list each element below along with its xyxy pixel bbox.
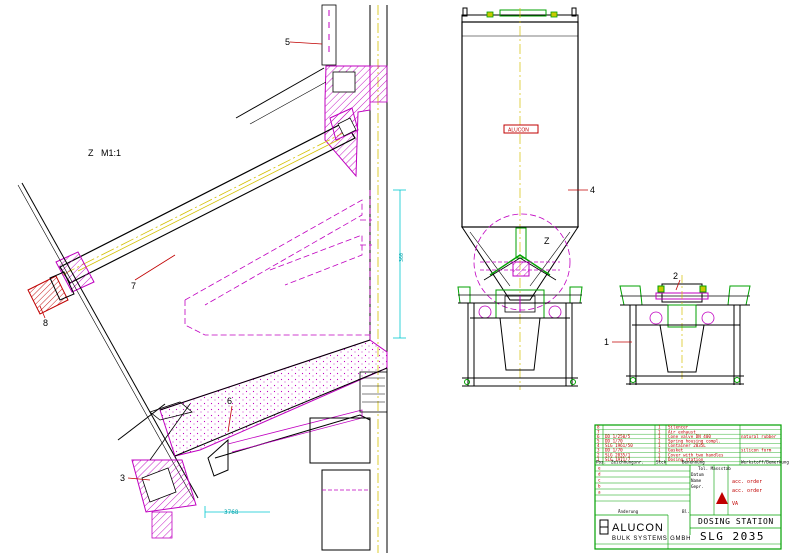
pos-label: 5 — [285, 37, 290, 47]
pos-label: 4 — [590, 185, 595, 195]
parts-cell-desc: Cone valve DN 400 — [668, 434, 711, 439]
parts-cell-norm: DD 1/250/5 — [605, 434, 631, 439]
dimension-vertical — [393, 189, 406, 339]
parts-cell-norm: DD 1/70 — [605, 439, 623, 444]
svg-text:Änderung: Änderung — [618, 509, 639, 514]
svg-text:Bl.: Bl. — [682, 509, 690, 514]
front-view: ALUCON Z 4 — [457, 7, 595, 390]
parts-cell-desc: Cover with two handles — [668, 452, 724, 457]
open-position-outline — [184, 190, 372, 340]
parts-cell-qty: 1 — [658, 439, 661, 444]
parts-cell-qty: 1 — [658, 425, 661, 430]
parts-cell-pos: 8 — [597, 425, 600, 430]
parts-header: Pos. — [596, 460, 606, 465]
silencer — [27, 275, 69, 315]
parts-header: Zeichnungsnr. — [611, 460, 644, 465]
detail-scale: M1:1 — [101, 148, 121, 158]
parts-cell-material: natural rubber — [741, 434, 777, 439]
svg-text:Name: Name — [691, 478, 702, 483]
spring-column — [321, 4, 337, 66]
revision-block: e d c b a Änderung Bl. — [595, 466, 690, 514]
detail-label: Z — [88, 148, 94, 158]
drawing-title: DOSING STATION — [698, 517, 774, 526]
parts-cell-norm: DD 1/70 — [605, 448, 623, 453]
side-view: 2 1 — [604, 271, 751, 385]
parts-cell-desc: Silencer — [668, 425, 689, 430]
parts-cell-pos: 7 — [597, 429, 600, 434]
material-value: VA — [732, 501, 738, 507]
air-exhaust-tube — [59, 121, 356, 284]
cone-valve-seal — [159, 339, 388, 457]
svg-text:Gepr.: Gepr. — [691, 484, 704, 489]
svg-text:d: d — [598, 472, 601, 477]
parts-header: Werkstoff/Bemerkung — [741, 460, 789, 465]
company-logo: ALUCON BULK SYSTEMS GMBH — [595, 514, 781, 549]
parts-cell-qty: 1 — [658, 434, 661, 439]
drawing-number: SLG 2035 — [700, 530, 765, 543]
scale-value: acc. order — [732, 479, 762, 485]
parts-header: Stck — [656, 460, 667, 465]
parts-cell-qty: 1 — [658, 443, 661, 448]
pos-label: 6 — [227, 396, 232, 406]
pos-label: 3 — [120, 473, 125, 483]
parts-cell-qty: 1 — [658, 429, 661, 434]
parts-cell-norm: SLG 2035/1 — [605, 452, 631, 457]
lid-cover — [499, 9, 547, 17]
pos-label: 7 — [131, 281, 136, 291]
detail-z-view: Z M1:1 — [17, 4, 406, 553]
svg-text:a: a — [598, 490, 601, 495]
parts-header: Benennung — [682, 460, 705, 465]
svg-text:Z: Z — [544, 236, 550, 246]
info-block: Tol. Massstab Datum Name Gepr. acc. orde… — [689, 465, 781, 543]
svg-text:Datum: Datum — [691, 472, 704, 477]
valve-stem — [515, 227, 527, 259]
parts-cell-pos: 1 — [597, 457, 600, 462]
parts-cell-material: silicon form — [741, 448, 772, 453]
container-logo — [503, 124, 539, 134]
svg-text:e: e — [598, 466, 601, 471]
company-subname: BULK SYSTEMS GMBH — [612, 536, 691, 542]
parts-cell-desc: Dosing station — [668, 457, 704, 462]
dim-vertical-text: 360 — [399, 253, 405, 262]
pos-label: 2 — [673, 271, 678, 281]
svg-text:ALUCON: ALUCON — [508, 128, 529, 134]
parts-cell-desc: Gasket — [668, 448, 684, 453]
parts-cell-qty: 1 — [658, 448, 661, 453]
surface-value: acc. order — [732, 488, 762, 494]
tube-fitting — [55, 251, 95, 293]
detail-z-marker-circle — [473, 213, 571, 311]
dimension-bottom — [204, 506, 270, 518]
parts-cell-desc: Spring housing compl. — [668, 439, 721, 444]
pos-label: 8 — [43, 318, 48, 328]
dim-bottom-text: 3768 — [224, 509, 239, 516]
parts-cell-desc: Air exhaust — [668, 429, 696, 434]
parts-cell-pos: 5 — [597, 439, 600, 444]
company-name: ALUCON — [612, 522, 664, 534]
parts-cell-qty: 1 — [658, 457, 661, 462]
svg-text:c: c — [598, 478, 601, 483]
parts-cell-pos: 4 — [597, 443, 600, 448]
parts-cell-qty: 1 — [658, 452, 661, 457]
parts-cell-desc: Container 2035L — [668, 443, 706, 448]
parts-cell-pos: 3 — [597, 448, 600, 453]
pos-label: 1 — [604, 337, 609, 347]
parts-cell-norm: SLG 1961/50 — [605, 443, 633, 448]
parts-cell-norm: SLG 1971/7 — [605, 457, 631, 462]
svg-text:b: b — [598, 484, 601, 489]
parts-cell-pos: 2 — [597, 452, 600, 457]
parts-cell-pos: 6 — [597, 434, 600, 439]
cone-wall — [21, 182, 199, 499]
warning-triangle-icon — [716, 492, 728, 504]
svg-text:Tol. Massstab: Tol. Massstab — [698, 466, 731, 471]
